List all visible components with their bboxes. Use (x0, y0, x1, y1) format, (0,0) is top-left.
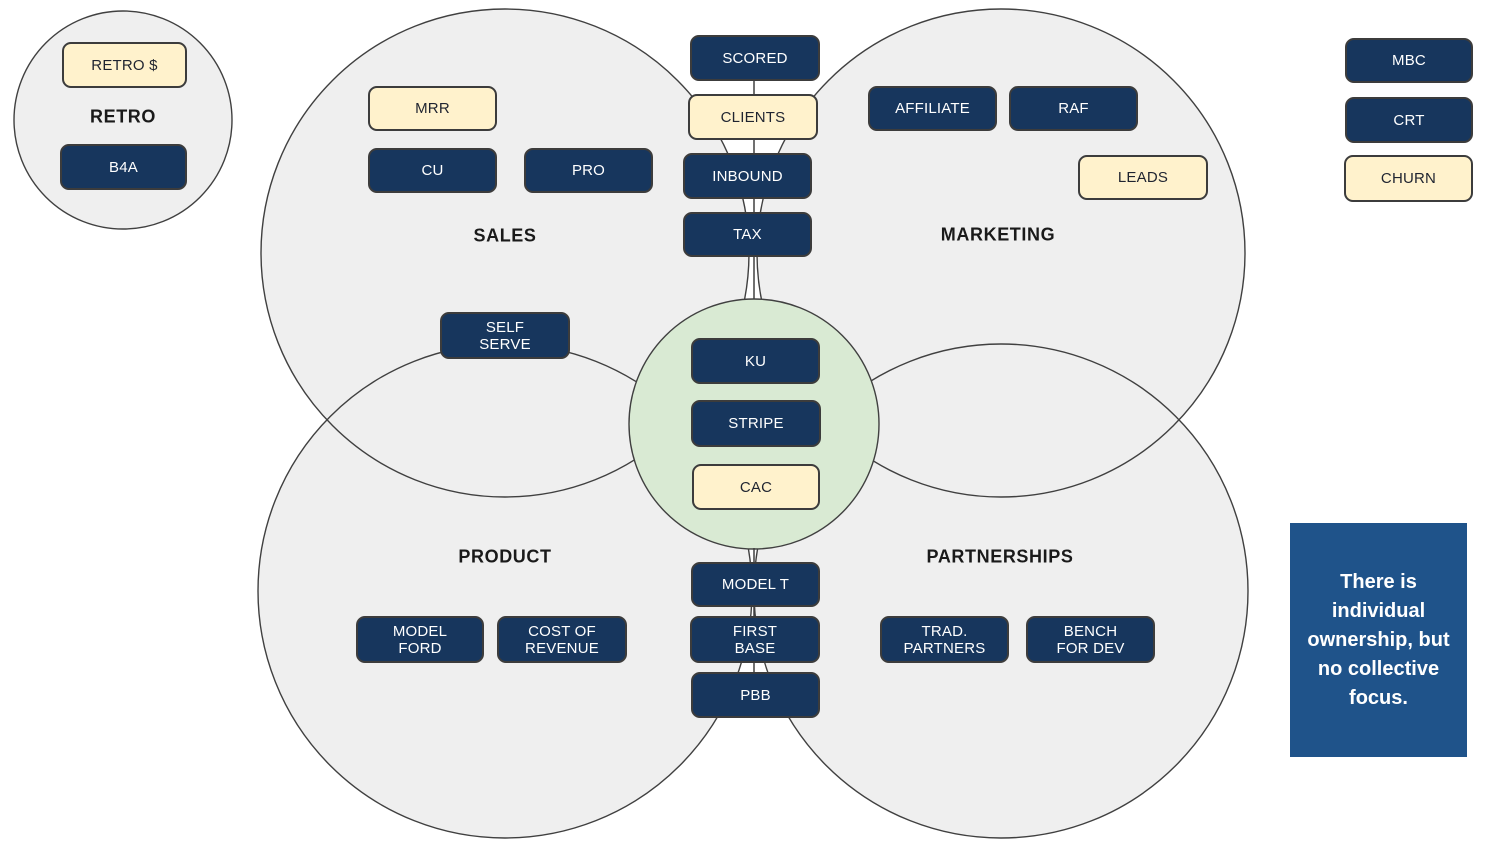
box-self-serve-label: SELF SERVE (479, 318, 531, 353)
box-cu: CU (368, 148, 497, 193)
box-tax-label: TAX (733, 226, 762, 243)
sales-circle (261, 9, 749, 497)
box-first-base: FIRST BASE (690, 616, 820, 663)
box-model-ford-label: MODEL FORD (392, 622, 448, 657)
box-model-t: MODEL T (691, 562, 820, 607)
box-cost-of-revenue: COST OF REVENUE (497, 616, 627, 663)
box-trad-partners-label: TRAD. PARTNERS (903, 622, 986, 657)
box-retro-s: RETRO $ (62, 42, 187, 88)
box-crt-label: CRT (1393, 111, 1425, 129)
box-bench-for-dev-label: BENCH FOR DEV (1056, 622, 1125, 657)
box-ku: KU (691, 338, 820, 384)
box-pbb-label: PBB (740, 686, 771, 704)
box-churn-label: CHURN (1380, 170, 1437, 187)
retro-label: RETRO (90, 106, 156, 127)
box-cac-label: CAC (739, 478, 773, 496)
box-clients: CLIENTS (688, 94, 818, 140)
box-b4a: B4A (60, 144, 187, 190)
box-model-ford: MODEL FORD (356, 616, 484, 663)
box-leads: LEADS (1078, 155, 1208, 200)
box-b4a-label: B4A (109, 158, 138, 176)
partnerships-circle (754, 344, 1248, 838)
marketing-label: MARKETING (940, 224, 1056, 245)
box-churn: CHURN (1344, 155, 1473, 202)
box-crt: CRT (1345, 97, 1473, 143)
box-model-t-label: MODEL T (721, 576, 790, 593)
box-inbound: INBOUND (683, 153, 812, 199)
box-pro: PRO (524, 148, 653, 193)
box-trad-partners: TRAD. PARTNERS (880, 616, 1009, 663)
partnerships-label: PARTNERSHIPS (926, 546, 1074, 567)
box-first-base-label: FIRST BASE (732, 622, 778, 657)
box-ku-label: KU (744, 352, 767, 370)
box-clients-label: CLIENTS (720, 108, 786, 126)
box-retro-s-label: RETRO $ (91, 56, 158, 74)
box-inbound-label: INBOUND (712, 167, 783, 185)
box-cac: CAC (692, 464, 820, 510)
box-stripe-label: STRIPE (728, 415, 784, 432)
box-tax: TAX (683, 212, 812, 257)
marketing-circle (757, 9, 1245, 497)
box-mrr-label: MRR (415, 100, 450, 117)
box-affiliate-label: AFFILIATE (895, 100, 970, 117)
box-mrr: MRR (368, 86, 497, 131)
box-scored-label: SCORED (722, 49, 788, 67)
box-stripe: STRIPE (691, 400, 821, 447)
box-mbc: MBC (1345, 38, 1473, 83)
note-text: There is individual ownership, but no co… (1307, 570, 1450, 709)
box-cu-label: CU (421, 162, 444, 179)
box-scored: SCORED (690, 35, 820, 81)
box-raf: RAF (1009, 86, 1138, 131)
box-leads-label: LEADS (1117, 169, 1169, 186)
box-mbc-label: MBC (1392, 52, 1426, 69)
box-raf-label: RAF (1058, 100, 1089, 117)
box-pro-label: PRO (571, 162, 606, 179)
box-pbb: PBB (691, 672, 820, 718)
box-affiliate: AFFILIATE (868, 86, 997, 131)
circle-fills (14, 9, 1248, 838)
note-box: There is individual ownership, but no co… (1290, 523, 1467, 757)
retro-circle-outline (13, 10, 233, 230)
box-bench-for-dev: BENCH FOR DEV (1026, 616, 1155, 663)
box-cost-of-revenue-label: COST OF REVENUE (525, 622, 599, 657)
box-self-serve: SELF SERVE (440, 312, 570, 359)
product-circle (258, 344, 752, 838)
product-label: PRODUCT (458, 546, 552, 567)
sales-label: SALES (473, 225, 537, 246)
